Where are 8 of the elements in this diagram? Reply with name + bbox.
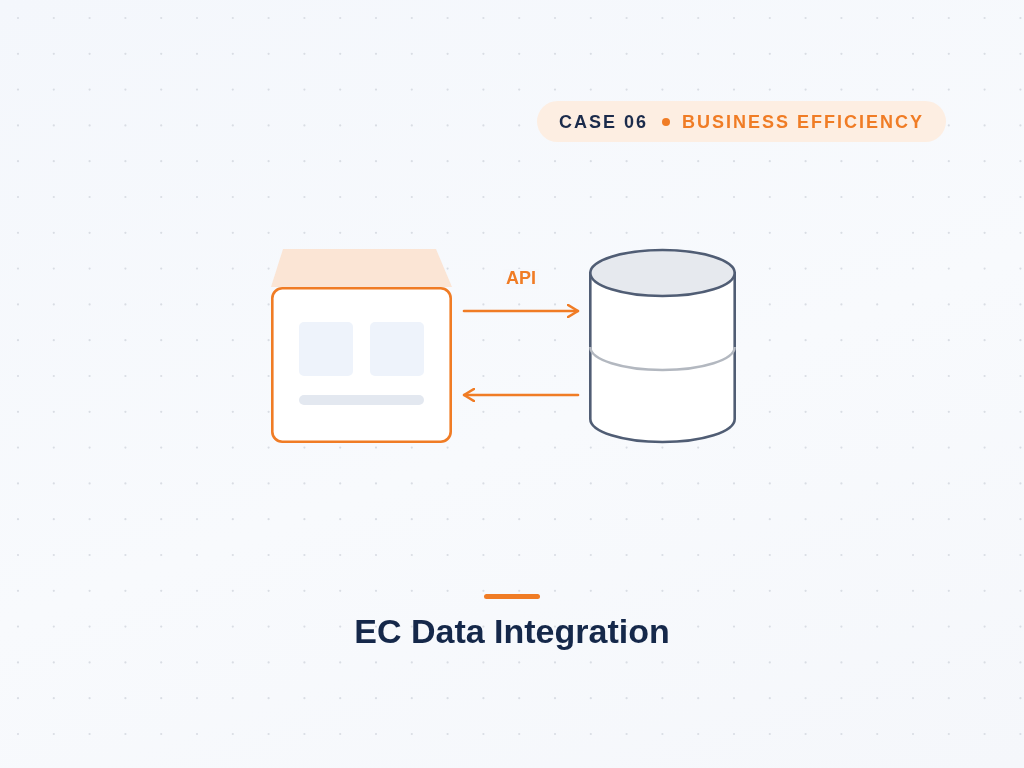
arrow: [462, 387, 580, 403]
app-screen-box: [271, 249, 452, 443]
database-cylinder: [589, 249, 736, 443]
case-number: CASE 06: [558, 112, 648, 131]
category-tag: [536, 101, 946, 142]
title: EC Data Integration: [354, 612, 670, 650]
arrow: [462, 303, 580, 319]
category-label: BUSINESS EFFICIENCY: [681, 112, 924, 131]
